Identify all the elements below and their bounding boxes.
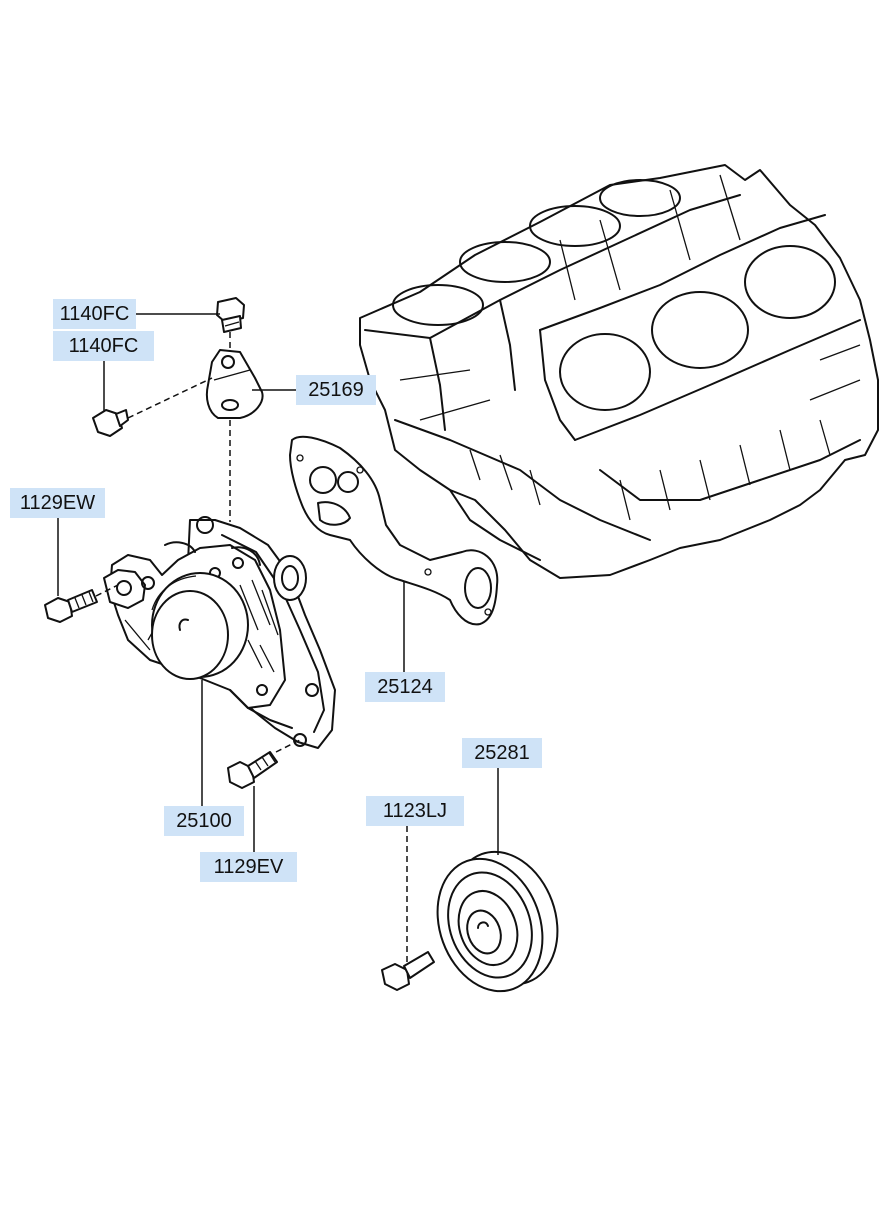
callout-1140fc-top[interactable]: 1140FC	[53, 299, 136, 329]
callout-25169[interactable]: 25169	[296, 375, 376, 405]
callout-1123lj[interactable]: 1123LJ	[366, 796, 464, 826]
leader-lines	[57, 313, 499, 965]
bolt-1140fc-top	[216, 297, 245, 333]
bolt-1123lj	[381, 951, 435, 991]
engine-block	[359, 164, 879, 579]
bracket-25169	[205, 349, 264, 419]
bolt-1140fc-left	[92, 409, 129, 437]
bolt-1129ew	[44, 589, 98, 623]
bolt-1129ev	[227, 751, 278, 789]
gasket-25124	[289, 435, 499, 626]
callout-1129ew[interactable]: 1129EW	[10, 488, 105, 518]
callout-1129ev[interactable]: 1129EV	[200, 852, 297, 882]
idler-pulley-25281	[436, 850, 559, 993]
water-pump-25100	[103, 516, 336, 749]
callout-25281[interactable]: 25281	[462, 738, 542, 768]
callout-1140fc-left[interactable]: 1140FC	[53, 331, 154, 361]
callout-25100[interactable]: 25100	[164, 806, 244, 836]
callout-25124[interactable]: 25124	[365, 672, 445, 702]
